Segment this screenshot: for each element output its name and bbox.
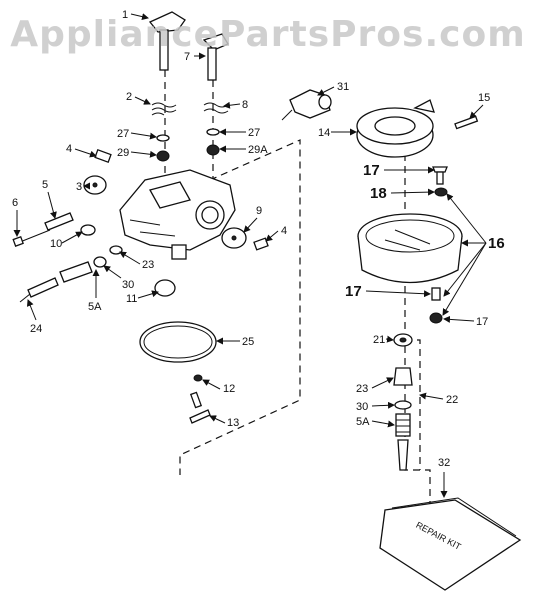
spring-part	[151, 102, 229, 116]
callout-label-17: 17	[345, 283, 362, 300]
callout-leader	[469, 104, 484, 119]
repair-kit-part: REPAIR KIT	[379, 497, 522, 591]
callout-label-6: 6	[12, 197, 18, 209]
callout-label-21: 21	[373, 334, 385, 346]
callout-label-23: 23	[142, 259, 154, 271]
welch-plug-part	[154, 279, 176, 297]
throttle-plate-part	[83, 175, 247, 249]
carburetor-body-part	[119, 169, 236, 260]
callout-label-5a: 5A	[356, 416, 370, 428]
callout-labels: 1234455A5A678910111213141516171717182122…	[12, 9, 505, 469]
callout-leader	[130, 132, 157, 140]
inlet-needle-part	[189, 374, 211, 424]
callout-leader	[243, 217, 258, 233]
callout-leader	[265, 230, 279, 242]
callout-label-16: 16	[488, 235, 505, 252]
callout-label-30: 30	[356, 401, 368, 413]
callout-label-10: 10	[50, 238, 62, 250]
callout-label-9: 9	[256, 205, 262, 217]
callout-label-4: 4	[281, 225, 287, 237]
callout-leader	[371, 377, 394, 389]
needle-part	[19, 277, 59, 303]
callout-label-11: 11	[126, 293, 137, 305]
callout-label-27: 27	[248, 127, 260, 139]
callout-label-15: 15	[478, 92, 490, 104]
callout-label-18: 18	[370, 185, 387, 202]
callout-label-29: 29	[117, 147, 129, 159]
callout-label-13: 13	[227, 417, 239, 429]
callout-leader	[446, 193, 487, 244]
hinge-pin-part	[454, 115, 479, 130]
callout-leader	[74, 148, 97, 158]
callout-leader	[442, 242, 487, 316]
callout-leader	[130, 13, 149, 21]
callout-label-23: 23	[356, 383, 368, 395]
float-bowl-part	[357, 213, 463, 284]
callout-label-4: 4	[66, 143, 72, 155]
callout-label-5a: 5A	[88, 301, 102, 313]
callout-leader	[103, 265, 122, 279]
watermark: AppliancePartsPros.com	[10, 14, 526, 55]
callout-label-7: 7	[184, 51, 190, 63]
callout-label-29a: 29A	[248, 144, 268, 156]
callout-label-22: 22	[446, 394, 458, 406]
callout-label-17: 17	[363, 162, 380, 179]
callout-leader	[443, 242, 487, 297]
choke-shaft-part	[202, 33, 229, 81]
callout-leader	[317, 86, 335, 96]
callout-leader	[390, 188, 435, 196]
bowl-gasket-part	[139, 321, 217, 363]
callout-label-12: 12	[223, 383, 235, 395]
callout-leader	[223, 101, 241, 109]
callout-leader	[443, 315, 475, 323]
callout-leader	[130, 150, 157, 158]
callout-label-5: 5	[42, 179, 48, 191]
callout-leader	[61, 231, 83, 244]
callout-label-3: 3	[76, 181, 82, 193]
nozzle-stack-part	[393, 333, 413, 471]
callout-label-1: 1	[122, 9, 128, 21]
o-ring-part	[80, 224, 96, 236]
main-jet-part	[59, 245, 123, 283]
idle-screw-part	[12, 212, 74, 247]
callout-label-2: 2	[126, 91, 132, 103]
callout-label-8: 8	[242, 99, 248, 111]
callout-leader	[47, 191, 57, 219]
callout-lines	[13, 13, 487, 498]
throttle-lever-part	[148, 11, 186, 71]
screw-part	[94, 149, 269, 251]
callout-label-31: 31	[337, 81, 349, 93]
callout-leader	[385, 335, 394, 343]
callout-label-25: 25	[242, 336, 254, 348]
callout-label-24: 24	[30, 323, 42, 335]
washer-part	[156, 128, 220, 162]
callout-leader	[209, 415, 226, 424]
float-part	[356, 99, 435, 158]
callout-label-30: 30	[122, 279, 134, 291]
callout-leader	[202, 379, 221, 390]
callout-leader	[137, 290, 159, 299]
callout-leader	[119, 251, 141, 265]
callout-leader	[365, 290, 431, 298]
callout-leader	[419, 392, 444, 400]
callout-leader	[134, 96, 151, 105]
fuel-fitting-part	[281, 89, 332, 121]
callout-label-32: 32	[438, 457, 450, 469]
callout-label-14: 14	[318, 127, 330, 139]
callout-leader	[26, 299, 37, 321]
callout-leader	[371, 401, 395, 409]
callout-leader	[371, 420, 395, 428]
callout-label-17: 17	[476, 316, 488, 328]
callout-label-27: 27	[117, 128, 129, 140]
